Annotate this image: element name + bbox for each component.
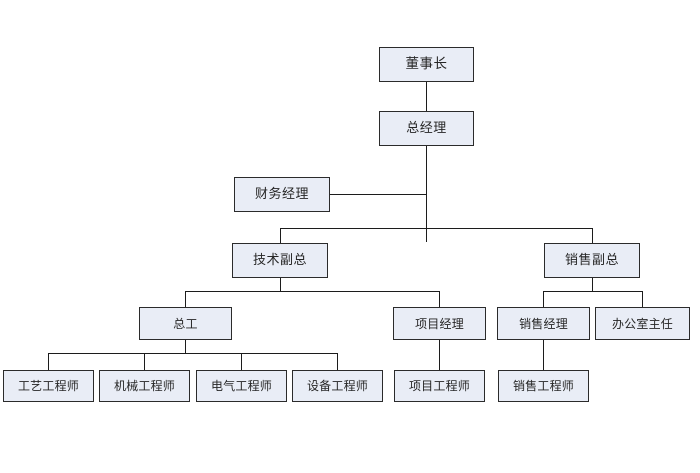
connector-to-sales-engineer bbox=[543, 339, 544, 370]
connector-to-equipment-engineer bbox=[337, 353, 338, 370]
connector-chief-engineer-trunk bbox=[185, 339, 186, 353]
connector-tech-vp-drop bbox=[280, 228, 281, 243]
connector-vp-split-bar bbox=[280, 228, 593, 229]
connector-sales-vp-drop bbox=[592, 228, 593, 243]
connector-to-chief-engineer bbox=[185, 291, 186, 307]
node-sales-manager[interactable]: 销售经理 bbox=[497, 307, 590, 340]
connector-tech-vp-trunk bbox=[280, 277, 281, 291]
node-general-manager-label: 总经理 bbox=[406, 121, 447, 136]
connector-tech-vp-children-bar bbox=[185, 291, 440, 292]
node-general-manager[interactable]: 总经理 bbox=[379, 111, 474, 146]
connector-to-project-engineer bbox=[439, 339, 440, 370]
node-electrical-engineer-label: 电气工程师 bbox=[210, 379, 272, 393]
connector-sales-vp-trunk bbox=[592, 277, 593, 291]
node-sales-manager-label: 销售经理 bbox=[519, 316, 568, 331]
connector-chairman-to-general-manager bbox=[426, 82, 427, 111]
node-chief-engineer-label: 总工 bbox=[173, 316, 198, 331]
node-chairman[interactable]: 董事长 bbox=[379, 47, 474, 82]
node-finance-manager[interactable]: 财务经理 bbox=[234, 177, 330, 212]
connector-sales-vp-children-bar bbox=[543, 291, 643, 292]
node-project-manager-label: 项目经理 bbox=[415, 316, 464, 331]
node-process-engineer[interactable]: 工艺工程师 bbox=[3, 370, 94, 402]
node-office-director[interactable]: 办公室主任 bbox=[595, 307, 690, 340]
node-tech-vp-label: 技术副总 bbox=[252, 253, 307, 268]
node-project-engineer[interactable]: 项目工程师 bbox=[394, 370, 485, 402]
connector-engineers-bar bbox=[48, 353, 337, 354]
node-process-engineer-label: 工艺工程师 bbox=[17, 379, 79, 393]
node-chairman-label: 董事长 bbox=[405, 55, 448, 72]
connector-to-process-engineer bbox=[48, 353, 49, 370]
node-sales-engineer-label: 销售工程师 bbox=[512, 379, 574, 393]
node-mechanical-engineer[interactable]: 机械工程师 bbox=[99, 370, 190, 402]
node-equipment-engineer-label: 设备工程师 bbox=[306, 379, 368, 393]
node-sales-vp[interactable]: 销售副总 bbox=[544, 243, 640, 278]
node-mechanical-engineer-label: 机械工程师 bbox=[113, 379, 175, 393]
connector-to-mechanical-engineer bbox=[144, 353, 145, 370]
node-office-director-label: 办公室主任 bbox=[611, 316, 673, 331]
node-chief-engineer[interactable]: 总工 bbox=[139, 307, 232, 340]
connector-finance-manager-stub bbox=[330, 194, 427, 195]
connector-to-sales-manager bbox=[543, 291, 544, 307]
connector-to-office-director bbox=[642, 291, 643, 307]
node-sales-engineer[interactable]: 销售工程师 bbox=[498, 370, 589, 402]
node-project-engineer-label: 项目工程师 bbox=[408, 379, 470, 393]
node-tech-vp[interactable]: 技术副总 bbox=[232, 243, 328, 278]
node-sales-vp-label: 销售副总 bbox=[564, 253, 619, 268]
connector-to-project-manager bbox=[439, 291, 440, 307]
node-electrical-engineer[interactable]: 电气工程师 bbox=[196, 370, 287, 402]
node-finance-manager-label: 财务经理 bbox=[254, 187, 309, 202]
node-project-manager[interactable]: 项目经理 bbox=[393, 307, 486, 340]
connector-to-electrical-engineer bbox=[241, 353, 242, 370]
node-equipment-engineer[interactable]: 设备工程师 bbox=[292, 370, 383, 402]
